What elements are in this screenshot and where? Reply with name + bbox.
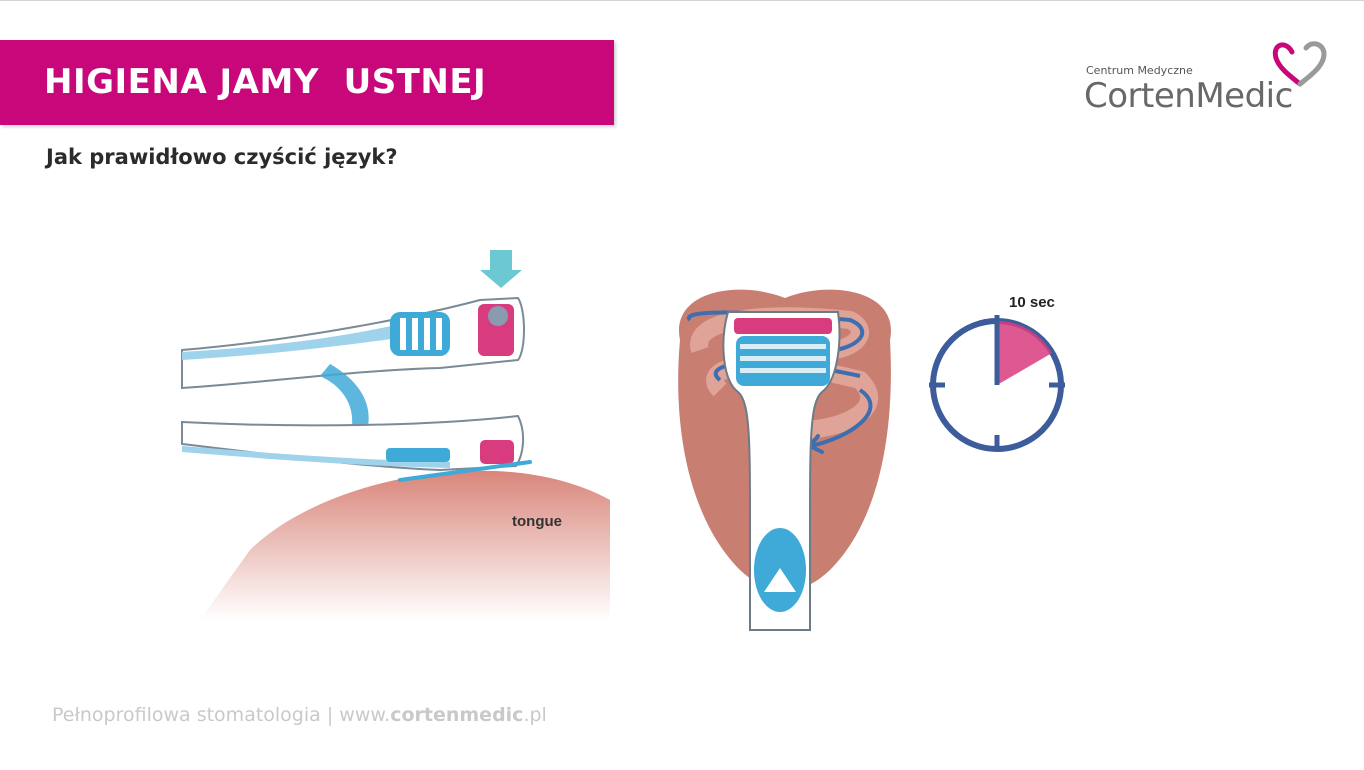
footer-url-brand: cortenmedic [390, 704, 524, 726]
footer-url-suffix: .pl [523, 704, 547, 726]
footer-text: Pełnoprofilowa stomatologia | www.corten… [52, 704, 547, 726]
footer-tagline: Pełnoprofilowa stomatologia [52, 704, 321, 726]
timer-segment [997, 321, 1052, 385]
toothbrush-upper-grip [182, 314, 440, 360]
toothbrush-illustration: tongue [181, 250, 610, 620]
top-divider [0, 0, 1364, 1]
tongue-scraper [722, 311, 841, 631]
brand-logo: Centrum Medyczne CortenMedic [1080, 38, 1340, 118]
tongue-scraper-illustration [678, 289, 891, 631]
page-title: HIGIENA JAMY USTNEJ [44, 62, 487, 102]
tongue-label: tongue [512, 513, 562, 530]
logo-name: CortenMedic [1084, 76, 1293, 116]
timer-label: 10 sec [1009, 294, 1055, 311]
tongue-surface [200, 470, 610, 620]
brush-pivot-icon [488, 306, 508, 326]
down-arrow-icon [480, 250, 522, 288]
timer-clock-illustration: 10 sec [929, 294, 1065, 452]
heart-logo-icon [1272, 41, 1327, 87]
footer-separator: | [320, 704, 340, 726]
page-subtitle: Jak prawidłowo czyścić język? [46, 145, 398, 169]
logo-tagline: Centrum Medyczne [1086, 64, 1193, 77]
title-banner: HIGIENA JAMY USTNEJ [0, 40, 614, 125]
footer-url-prefix: www. [339, 704, 391, 726]
